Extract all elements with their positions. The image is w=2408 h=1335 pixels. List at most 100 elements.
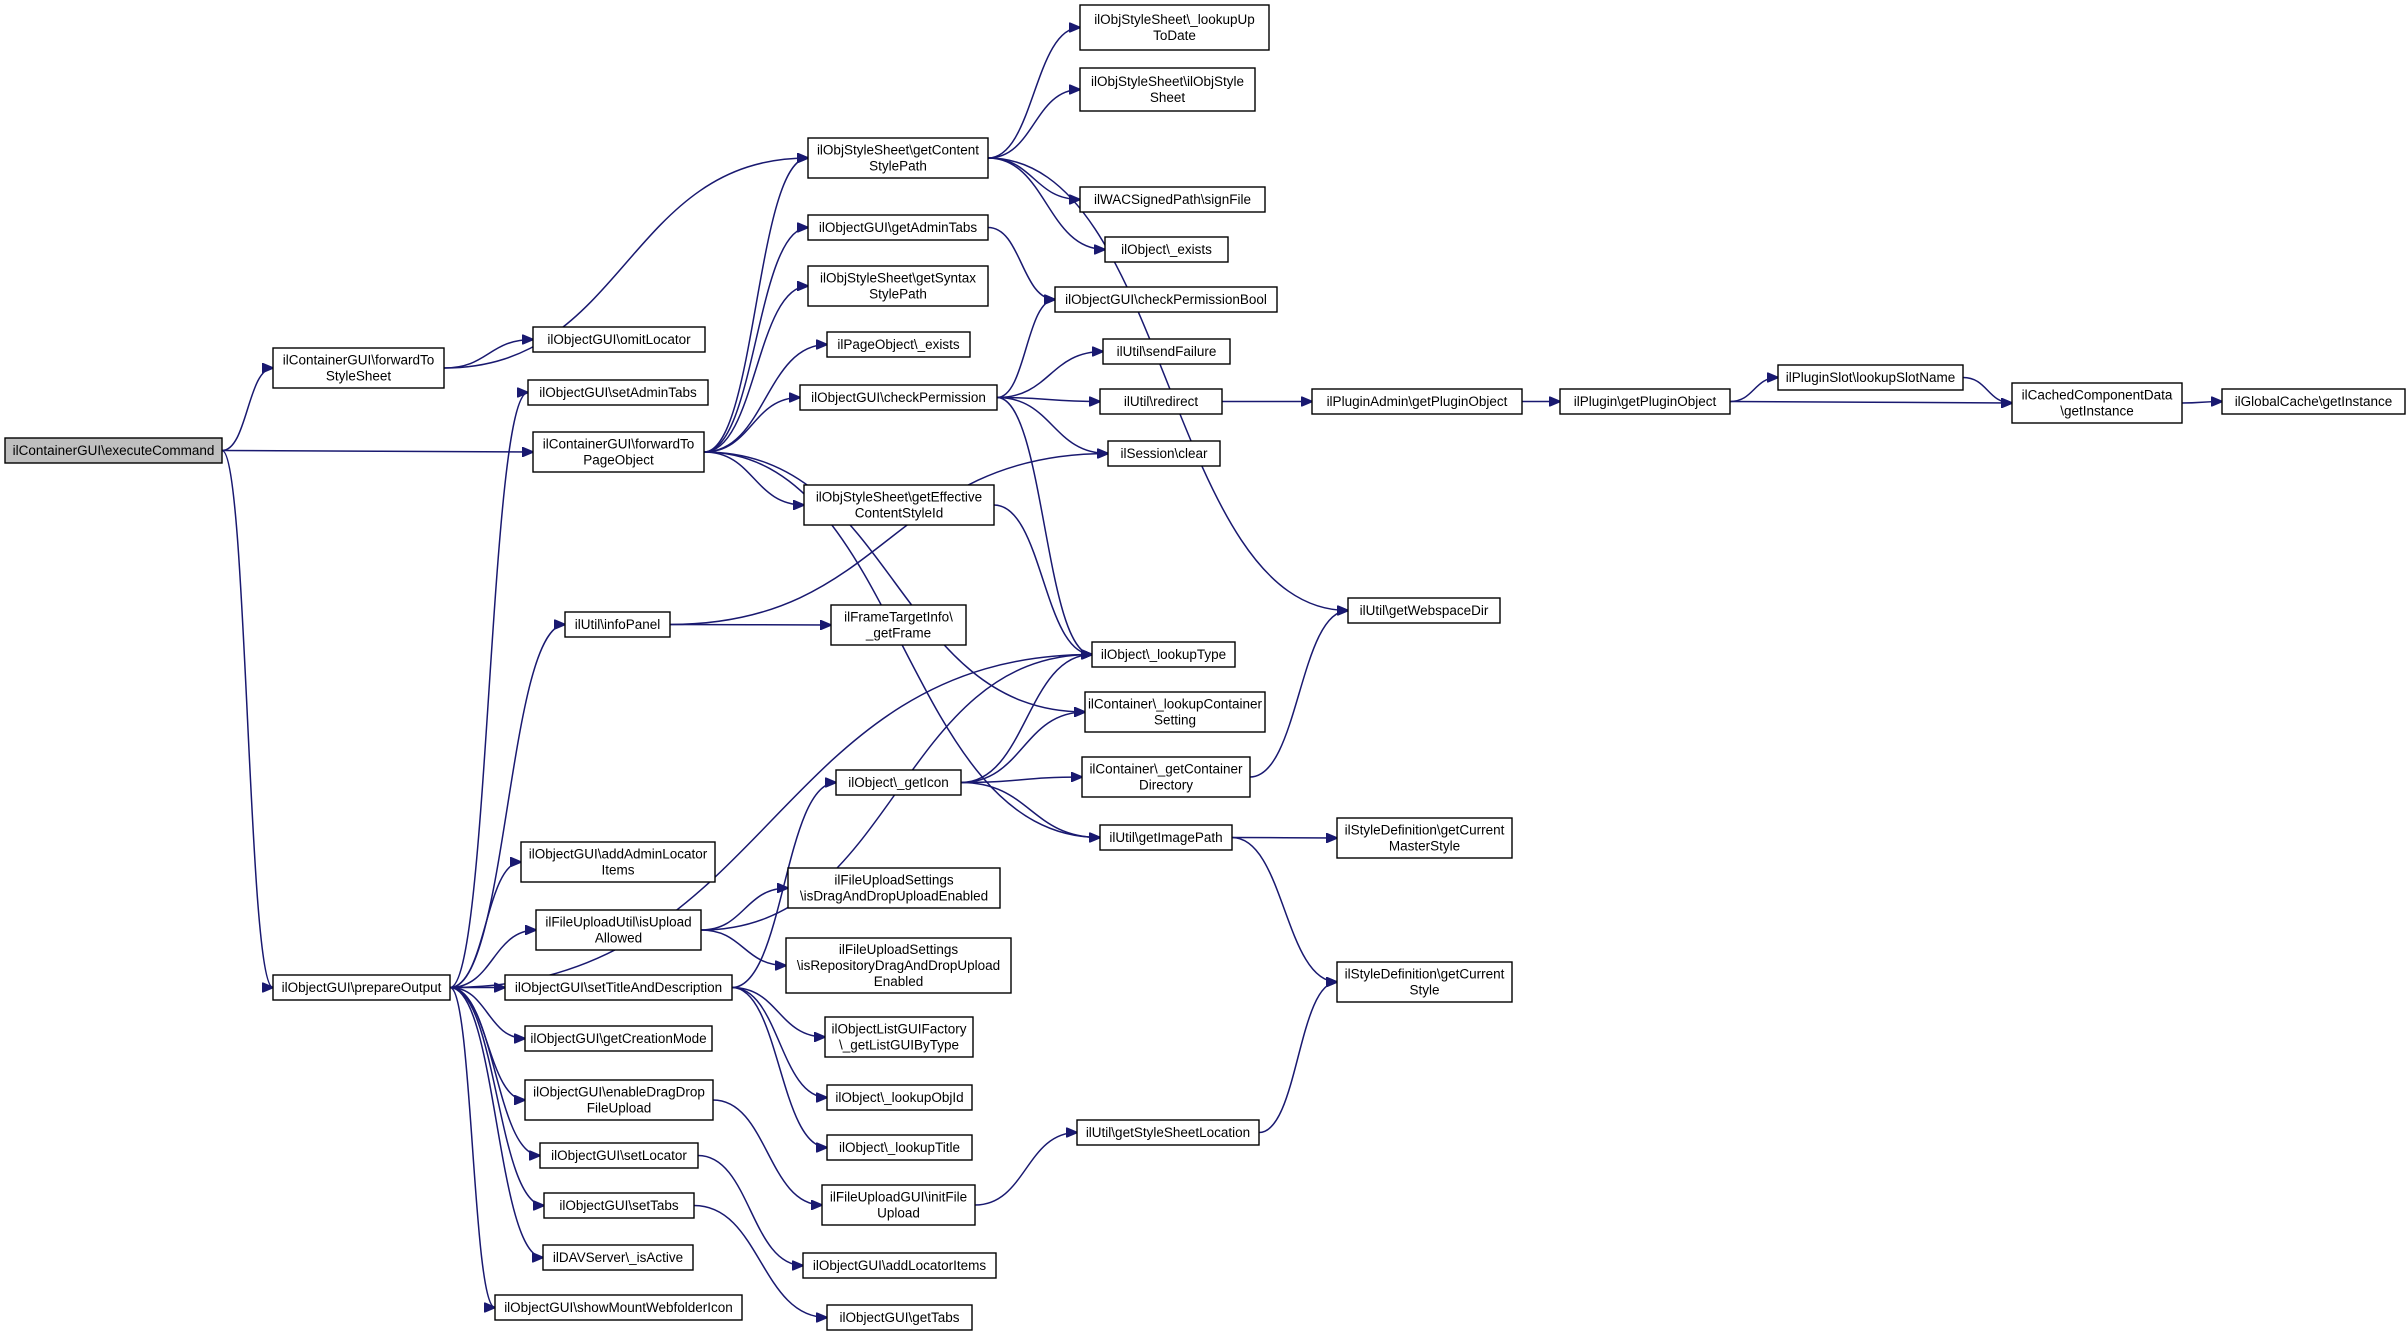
node-obj-style-sheet[interactable]: ilObjStyleSheet\ilObjStyleSheet: [1079, 67, 1256, 112]
node-get-tabs[interactable]: ilObjectGUI\getTabs: [826, 1304, 973, 1331]
node-box: [1079, 67, 1256, 112]
node-label: ilPluginAdmin\getPluginObject: [1327, 394, 1508, 409]
node-set-locator[interactable]: ilObjectGUI\setLocator: [539, 1142, 699, 1169]
node-info-panel[interactable]: ilUtil\infoPanel: [564, 611, 671, 638]
node-is-repo-dd[interactable]: ilFileUploadSettings\isRepositoryDragAnd…: [785, 937, 1012, 994]
node-slot-name[interactable]: ilPluginSlot\lookupSlotName: [1777, 364, 1964, 391]
node-label: ilObjectGUI\getTabs: [839, 1310, 959, 1325]
node-box: [826, 1084, 973, 1111]
node-box: [803, 484, 995, 526]
node-get-creation[interactable]: ilObjectGUI\getCreationMode: [524, 1025, 713, 1052]
node-omit-loc[interactable]: ilObjectGUI\omitLocator: [532, 326, 706, 353]
node-check-perm-bool[interactable]: ilObjectGUI\checkPermissionBool: [1054, 286, 1278, 313]
node-label: ilUtil\infoPanel: [575, 617, 661, 632]
node-box: [524, 1025, 713, 1052]
node-label: ilStyleDefinition\getCurrent: [1345, 822, 1505, 837]
edge-fwd-page-to-get-eff-style: [703, 451, 804, 505]
node-is-ddenabled[interactable]: ilFileUploadSettings\isDragAndDropUpload…: [787, 867, 1001, 909]
node-label: ilObjectGUI\getCreationMode: [530, 1031, 706, 1046]
node-get-eff-style[interactable]: ilObjStyleSheet\getEffectiveContentStyle…: [803, 484, 995, 526]
node-label: \isDragAndDropUploadEnabled: [800, 888, 988, 903]
node-label: ilPageObject\_exists: [837, 337, 960, 352]
node-box: [821, 1184, 976, 1226]
node-lookup-type[interactable]: ilObject\_lookupType: [1091, 641, 1236, 668]
node-box: [1084, 691, 1266, 733]
node-cached-comp[interactable]: ilCachedComponentData\getInstance: [2011, 382, 2183, 424]
node-box: [564, 611, 671, 638]
node-label: ilObject\_lookupObjId: [835, 1090, 963, 1105]
edge-fwd-page-to-lookup-container: [703, 451, 1085, 712]
node-lookup-title[interactable]: ilObject\_lookupTitle: [826, 1134, 973, 1161]
node-label: ilObjectGUI\setLocator: [551, 1148, 687, 1163]
node-sign-file[interactable]: ilWACSignedPath\signFile: [1079, 186, 1266, 213]
node-redirect[interactable]: ilUtil\redirect: [1099, 388, 1223, 415]
node-label: ilFileUploadSettings: [839, 942, 959, 957]
node-label: ilObjStyleSheet\getContent: [817, 142, 979, 157]
node-add-loc-items[interactable]: ilObjectGUI\addLocatorItems: [802, 1252, 997, 1279]
node-box: [2221, 388, 2406, 415]
node-lookup-obj-id[interactable]: ilObject\_lookupObjId: [826, 1084, 973, 1111]
node-set-tabs[interactable]: ilObjectGUI\setTabs: [543, 1192, 695, 1219]
node-box: [830, 604, 967, 646]
node-label: ilObject\_getIcon: [848, 775, 949, 790]
node-prep-out[interactable]: ilObjectGUI\prepareOutput: [272, 974, 451, 1001]
node-send-failure[interactable]: ilUtil\sendFailure: [1102, 338, 1231, 365]
node-label: Style: [1409, 982, 1439, 997]
node-box: [826, 1304, 973, 1331]
node-label: ilObjStyleSheet\ilObjStyle: [1091, 74, 1244, 89]
node-label: ilFileUploadUtil\isUpload: [545, 914, 691, 929]
node-label: MasterStyle: [1389, 838, 1460, 853]
node-get-style-loc[interactable]: ilUtil\getStyleSheetLocation: [1076, 1119, 1260, 1146]
node-label: _getFrame: [865, 625, 931, 640]
edge-prep-out-to-set-admin-tabs: [449, 393, 528, 989]
node-get-frame[interactable]: ilFrameTargetInfo\_getFrame: [830, 604, 967, 646]
node-plugin-admin[interactable]: ilPluginAdmin\getPluginObject: [1311, 388, 1523, 415]
node-box: [4, 437, 223, 464]
node-check-perm[interactable]: ilObjectGUI\checkPermission: [799, 384, 998, 411]
node-label: Sheet: [1150, 90, 1186, 105]
node-label: ilStyleDefinition\getCurrent: [1345, 966, 1505, 981]
node-global-cache[interactable]: ilGlobalCache\getInstance: [2221, 388, 2406, 415]
node-get-image-path[interactable]: ilUtil\getImagePath: [1099, 824, 1233, 851]
node-plugin-obj[interactable]: ilPlugin\getPluginObject: [1559, 388, 1731, 415]
edge-get-content-sp-to-obj-style-sheet: [987, 90, 1080, 159]
edge-fwd-page-to-get-syntax-sp: [703, 286, 808, 453]
edge-prep-out-to-dav-active: [449, 986, 543, 1258]
node-dav-active[interactable]: ilDAVServer\_isActive: [542, 1244, 694, 1271]
node-set-title[interactable]: ilObjectGUI\setTitleAndDescription: [504, 974, 733, 1001]
node-label: ilObjectGUI\setTitleAndDescription: [515, 980, 722, 995]
node-obj-exists[interactable]: ilObject\_exists: [1104, 236, 1229, 263]
node-show-mount[interactable]: ilObjectGUI\showMountWebfolderIcon: [494, 1294, 743, 1321]
node-exec-cmd[interactable]: ilContainerGUI\executeCommand: [4, 437, 223, 464]
node-label: ilObject\_lookupTitle: [839, 1140, 960, 1155]
node-page-exists[interactable]: ilPageObject\_exists: [826, 331, 971, 358]
edge-get-icon-to-lookup-container: [960, 712, 1085, 784]
node-get-icon[interactable]: ilObject\_getIcon: [835, 769, 962, 796]
node-list-factory[interactable]: ilObjectListGUIFactory\_getListGUIByType: [824, 1016, 974, 1058]
edge-set-title-to-list-factory: [731, 986, 825, 1038]
node-label: ilFileUploadGUI\initFile: [830, 1189, 967, 1204]
node-set-admin-tabs[interactable]: ilObjectGUI\setAdminTabs: [527, 379, 709, 406]
node-box: [494, 1294, 743, 1321]
node-webspace-dir[interactable]: ilUtil\getWebspaceDir: [1347, 597, 1501, 624]
node-get-admin-tabs[interactable]: ilObjectGUI\getAdminTabs: [807, 214, 989, 241]
edge-fwd-page-to-get-admin-tabs: [703, 228, 808, 453]
edge-check-perm-to-redirect: [996, 398, 1100, 402]
edge-prep-out-to-show-mount: [449, 986, 495, 1308]
node-label: ilDAVServer\_isActive: [553, 1250, 683, 1265]
node-session-clear[interactable]: ilSession\clear: [1107, 440, 1221, 467]
